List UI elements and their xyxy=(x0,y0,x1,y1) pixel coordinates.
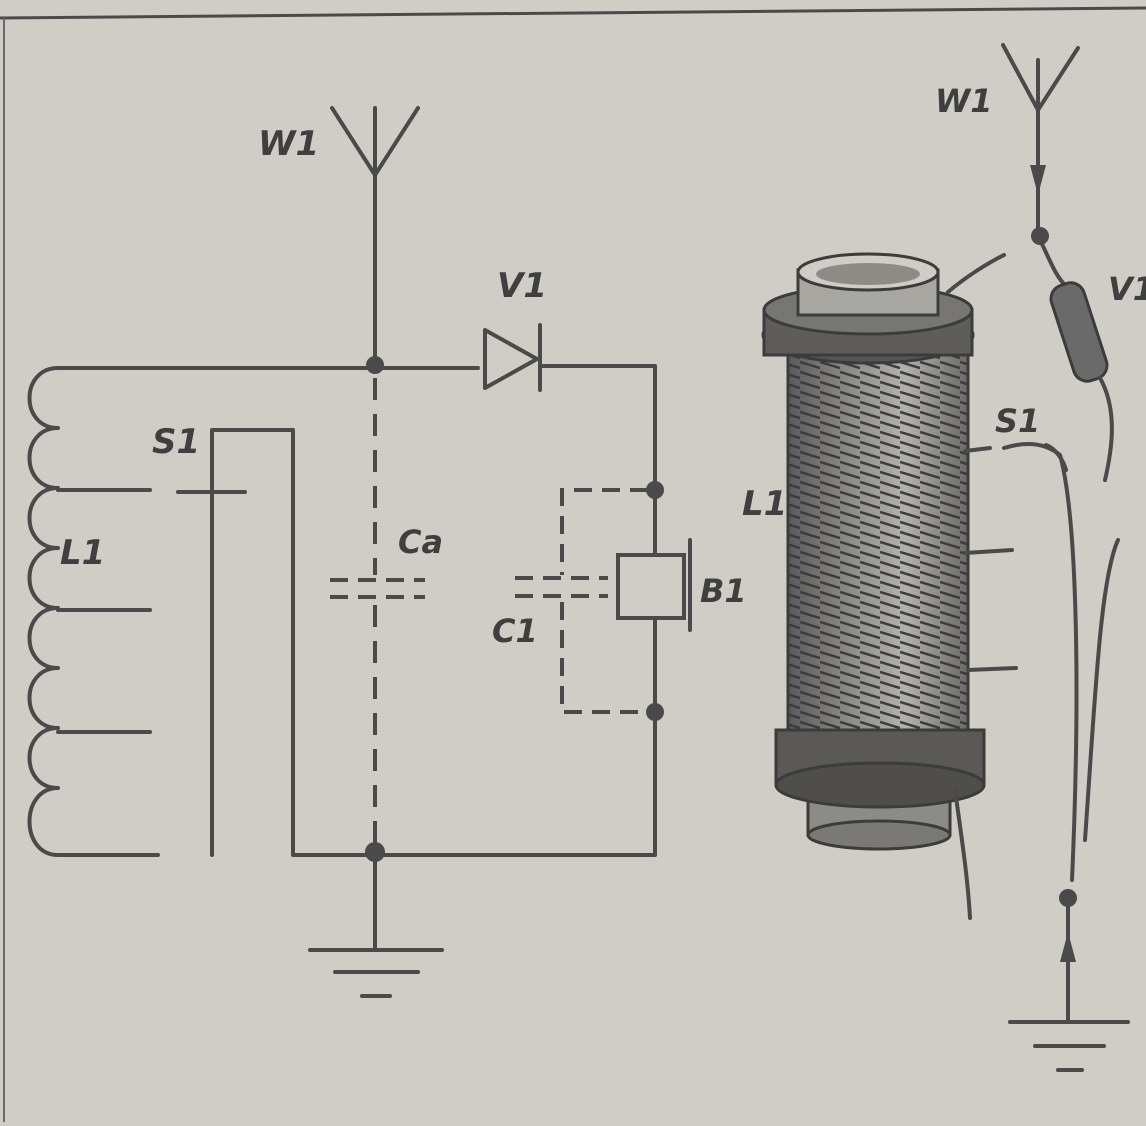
illustration-diode xyxy=(1038,238,1114,482)
illustration-antenna-label: W1 xyxy=(935,82,993,120)
illustration-coil-label: L1 xyxy=(742,484,787,524)
coil-label: L1 xyxy=(60,533,105,573)
junction-node xyxy=(365,842,385,862)
antenna-capacitor-symbol xyxy=(330,378,425,845)
switch-label: S1 xyxy=(152,422,200,462)
junction-node xyxy=(646,703,664,721)
illustration-antenna xyxy=(1001,43,1080,245)
coil-illustration: W1 V1 xyxy=(742,43,1146,1072)
illustration-switch-wire xyxy=(1002,442,1120,882)
antenna-capacitor-label: Ca xyxy=(398,523,443,561)
schematic: W1 V1 L1 S1 Ca xyxy=(27,106,747,998)
switch-symbol xyxy=(176,428,657,857)
capacitor-label: C1 xyxy=(492,612,538,650)
illustration-diode-label: V1 xyxy=(1108,270,1146,308)
diode-label: V1 xyxy=(497,266,547,306)
diode-symbol xyxy=(483,323,657,490)
top-rule xyxy=(0,6,1146,20)
junction-node xyxy=(366,356,384,374)
illustration-ground xyxy=(1008,889,1130,1072)
coil-symbol xyxy=(27,366,162,857)
coil-cylinder xyxy=(761,252,1018,920)
capacitor-symbol xyxy=(515,488,648,714)
headphones-label: B1 xyxy=(700,572,747,610)
antenna-symbol xyxy=(330,106,420,364)
junction-node xyxy=(646,481,664,499)
ground-symbol xyxy=(308,858,444,998)
antenna-label: W1 xyxy=(258,124,319,164)
illustration-switch-label: S1 xyxy=(995,402,1040,440)
headphones-symbol xyxy=(616,486,692,857)
